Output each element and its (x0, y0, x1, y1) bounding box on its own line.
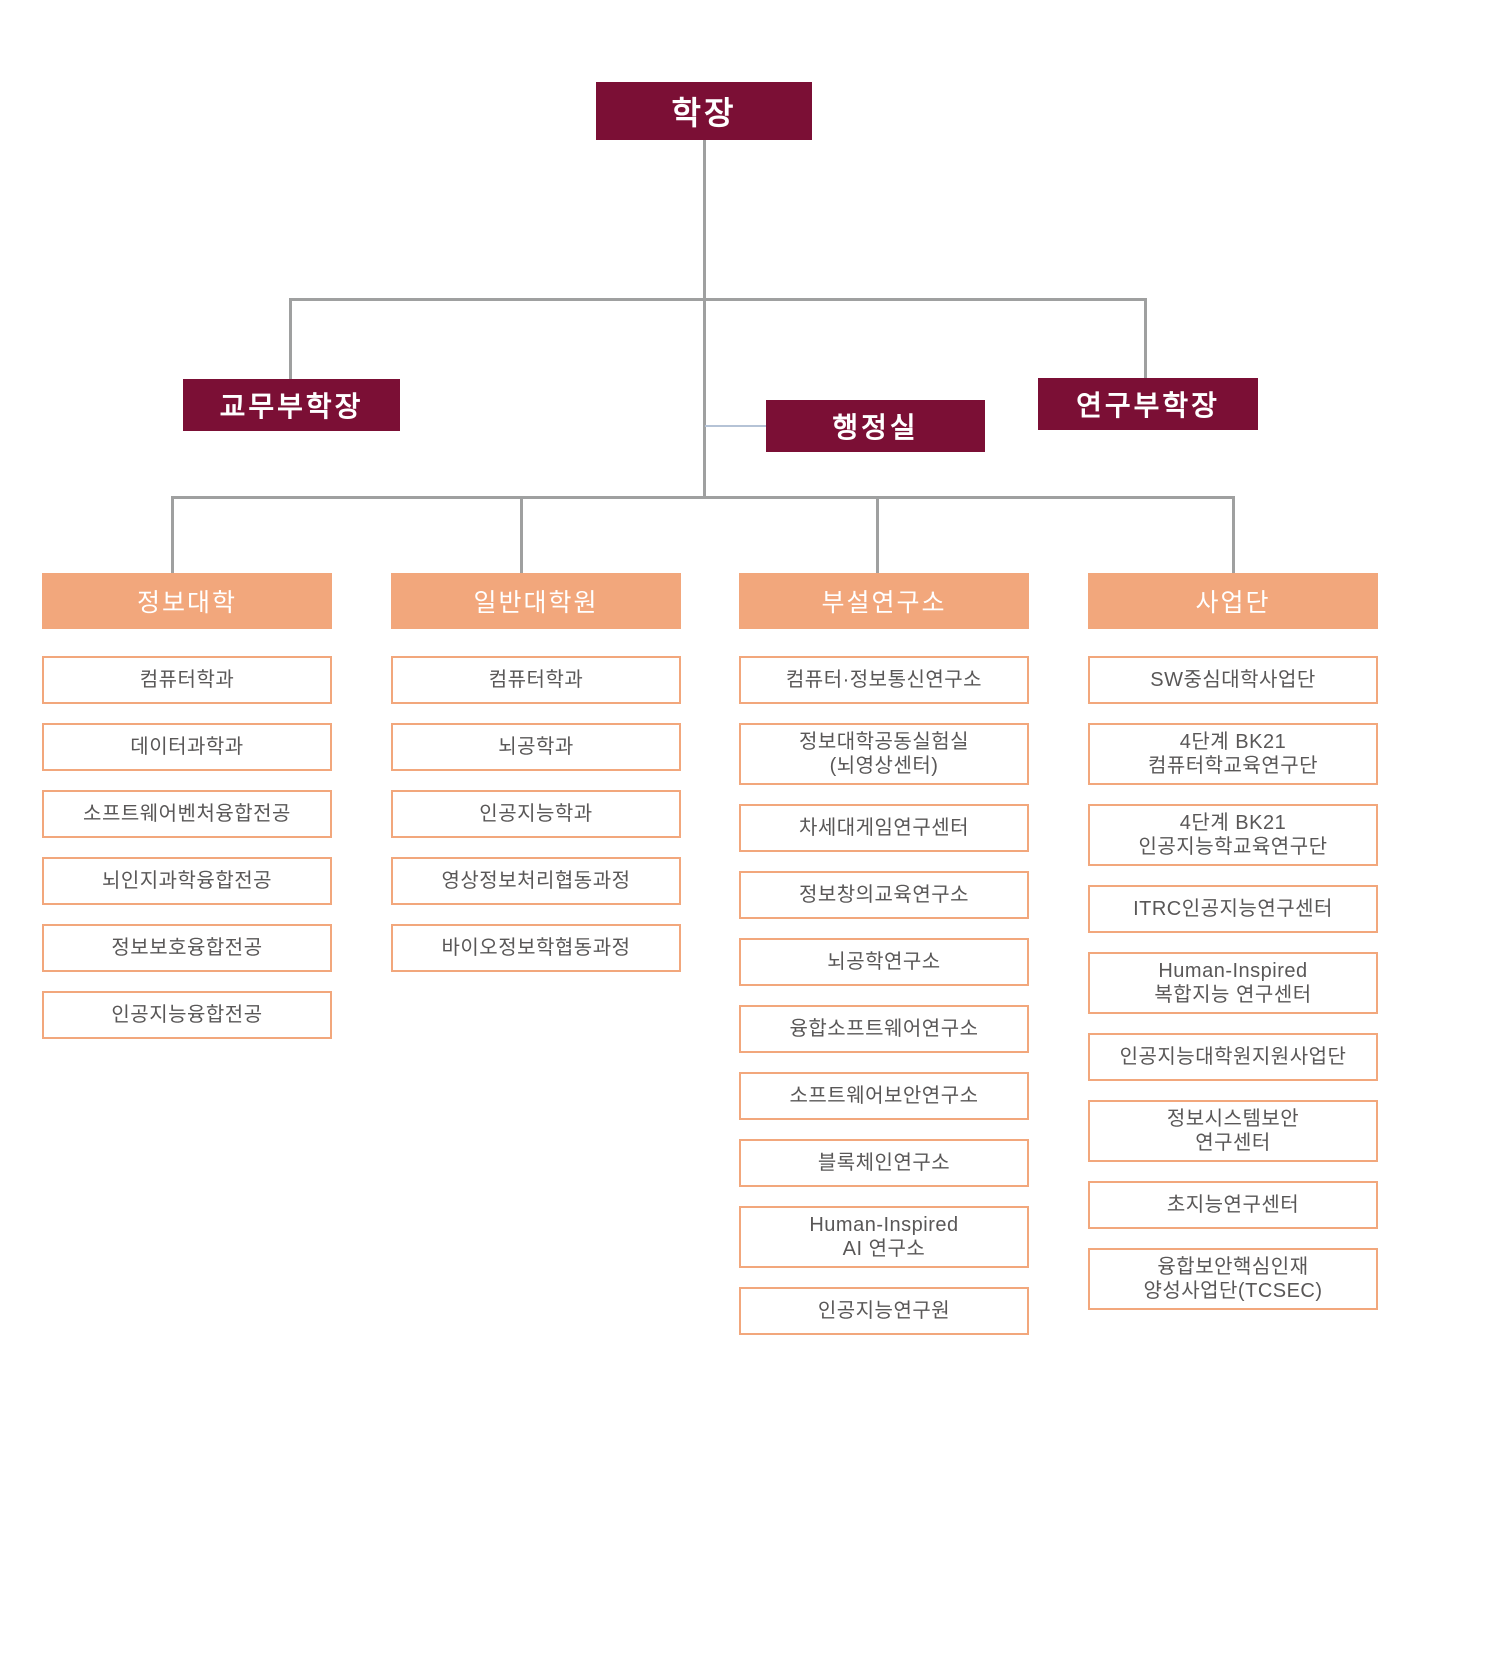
list-item[interactable]: ITRC인공지능연구센터 (1088, 885, 1378, 933)
list-item[interactable]: 뇌공학과 (391, 723, 681, 771)
list-item[interactable]: 바이오정보학협동과정 (391, 924, 681, 972)
list-item[interactable]: 정보대학공동실험실 (뇌영상센터) (739, 723, 1029, 785)
list-item[interactable]: 컴퓨터학과 (42, 656, 332, 704)
connector-to-project-groups (1232, 496, 1235, 574)
list-item[interactable]: 뇌인지과학융합전공 (42, 857, 332, 905)
column-header-college-of-informatics[interactable]: 정보대학 (42, 573, 332, 629)
list-item[interactable]: 데이터과학과 (42, 723, 332, 771)
list-item[interactable]: 차세대게임연구센터 (739, 804, 1029, 852)
column-header-project-groups[interactable]: 사업단 (1088, 573, 1378, 629)
column-project-groups: 사업단 SW중심대학사업단 4단계 BK21 컴퓨터학교육연구단 4단계 BK2… (1088, 573, 1378, 1310)
list-item[interactable]: 컴퓨터·정보통신연구소 (739, 656, 1029, 704)
connector-level2-bus (289, 298, 1146, 301)
list-item[interactable]: 인공지능융합전공 (42, 991, 332, 1039)
list-item[interactable]: 인공지능연구원 (739, 1287, 1029, 1335)
column-affiliated-research-institutes: 부설연구소 컴퓨터·정보통신연구소 정보대학공동실험실 (뇌영상센터) 차세대게… (739, 573, 1029, 1335)
list-item[interactable]: 인공지능학과 (391, 790, 681, 838)
list-item[interactable]: 블록체인연구소 (739, 1139, 1029, 1187)
list-item[interactable]: 정보창의교육연구소 (739, 871, 1029, 919)
column-graduate-school: 일반대학원 컴퓨터학과 뇌공학과 인공지능학과 영상정보처리협동과정 바이오정보… (391, 573, 681, 972)
list-item[interactable]: Human-Inspired 복합지능 연구센터 (1088, 952, 1378, 1014)
list-item[interactable]: 소프트웨어보안연구소 (739, 1072, 1029, 1120)
list-item[interactable]: 4단계 BK21 컴퓨터학교육연구단 (1088, 723, 1378, 785)
connector-dean-down (703, 140, 706, 300)
node-vp-academic-affairs[interactable]: 교무부학장 (183, 379, 400, 431)
connector-to-affiliated-research-institutes (876, 496, 879, 574)
connector-to-college-of-informatics (171, 496, 174, 574)
column-items-college-of-informatics: 컴퓨터학과 데이터과학과 소프트웨어벤처융합전공 뇌인지과학융합전공 정보보호융… (42, 656, 332, 1039)
connector-columns-bus (171, 496, 1234, 499)
node-dean[interactable]: 학장 (596, 82, 812, 140)
node-administration-office[interactable]: 행정실 (766, 400, 985, 452)
connector-to-vp-research (1144, 298, 1147, 379)
column-header-graduate-school[interactable]: 일반대학원 (391, 573, 681, 629)
connector-to-vp-academic (289, 298, 292, 380)
list-item[interactable]: 정보보호융합전공 (42, 924, 332, 972)
column-items-affiliated-research-institutes: 컴퓨터·정보통신연구소 정보대학공동실험실 (뇌영상센터) 차세대게임연구센터 … (739, 656, 1029, 1335)
list-item[interactable]: SW중심대학사업단 (1088, 656, 1378, 704)
connector-to-graduate-school (520, 496, 523, 574)
column-header-affiliated-research-institutes[interactable]: 부설연구소 (739, 573, 1029, 629)
list-item[interactable]: 융합보안핵심인재 양성사업단(TCSEC) (1088, 1248, 1378, 1310)
connector-to-admin-office (705, 425, 767, 427)
column-items-graduate-school: 컴퓨터학과 뇌공학과 인공지능학과 영상정보처리협동과정 바이오정보학협동과정 (391, 656, 681, 972)
list-item[interactable]: 정보시스템보안 연구센터 (1088, 1100, 1378, 1162)
list-item[interactable]: 초지능연구센터 (1088, 1181, 1378, 1229)
node-vp-research[interactable]: 연구부학장 (1038, 378, 1258, 430)
list-item[interactable]: 컴퓨터학과 (391, 656, 681, 704)
list-item[interactable]: Human-Inspired AI 연구소 (739, 1206, 1029, 1268)
list-item[interactable]: 융합소프트웨어연구소 (739, 1005, 1029, 1053)
column-items-project-groups: SW중심대학사업단 4단계 BK21 컴퓨터학교육연구단 4단계 BK21 인공… (1088, 656, 1378, 1310)
list-item[interactable]: 인공지능대학원지원사업단 (1088, 1033, 1378, 1081)
column-college-of-informatics: 정보대학 컴퓨터학과 데이터과학과 소프트웨어벤처융합전공 뇌인지과학융합전공 … (42, 573, 332, 1039)
list-item[interactable]: 소프트웨어벤처융합전공 (42, 790, 332, 838)
list-item[interactable]: 영상정보처리협동과정 (391, 857, 681, 905)
list-item[interactable]: 뇌공학연구소 (739, 938, 1029, 986)
list-item[interactable]: 4단계 BK21 인공지능학교육연구단 (1088, 804, 1378, 866)
connector-central-spine (703, 298, 706, 498)
